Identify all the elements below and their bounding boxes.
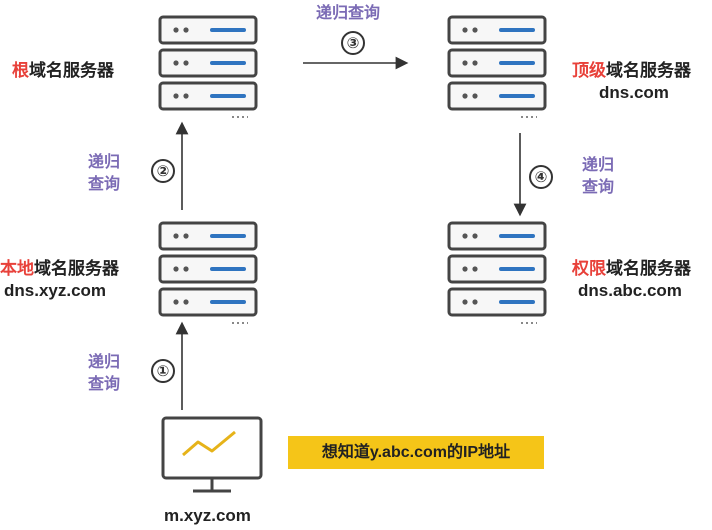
step-4-number: ④	[529, 165, 553, 189]
local-server-host: dns.xyz.com	[4, 281, 107, 300]
computer-icon	[161, 416, 263, 493]
step-2-number: ②	[151, 159, 175, 183]
tld-server-label: 顶级域名服务器	[572, 61, 691, 80]
local-server-label: 本地域名服务器	[0, 259, 119, 278]
tld-server-host: dns.com	[599, 83, 669, 102]
root-server-label: 根域名服务器	[12, 61, 114, 80]
step-1-label-line2: 查询	[88, 376, 121, 393]
authoritative-server-label: 权限域名服务器	[572, 259, 691, 278]
authoritative-server-host: dns.abc.com	[578, 281, 682, 300]
root-server-icon	[160, 17, 256, 117]
step-4-label-line1: 递归	[582, 157, 615, 174]
step-1-label-line1: 递归	[88, 354, 121, 371]
authoritative-server-icon	[449, 223, 545, 323]
step-2-label-line1: 递归	[88, 154, 121, 171]
tld-server-icon	[449, 17, 545, 117]
local-server-icon	[160, 223, 256, 323]
query-badge: 想知道y.abc.com的IP地址	[288, 436, 544, 469]
client-host: m.xyz.com	[164, 506, 251, 525]
step-4-label-line2: 查询	[582, 179, 615, 196]
step-3-label: 递归查询	[316, 5, 381, 22]
step-2-label-line2: 查询	[88, 176, 121, 193]
step-3-number: ③	[341, 31, 365, 55]
step-1-number: ①	[151, 359, 175, 383]
